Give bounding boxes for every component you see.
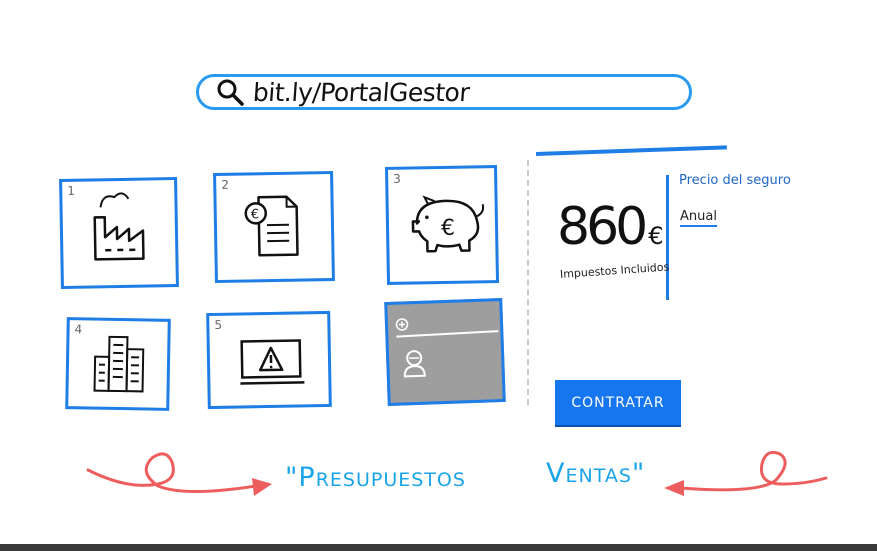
warning-screen-icon	[240, 339, 305, 385]
user-panel-graphic	[395, 318, 499, 338]
bottom-border	[0, 544, 877, 551]
tile-company[interactable]: 4	[65, 317, 171, 411]
price-currency: €	[648, 222, 664, 250]
billing-period: Anual	[680, 209, 717, 227]
search-url-text[interactable]: bit.ly/PortalGestor	[251, 77, 471, 107]
left-arrow-swash	[86, 452, 272, 496]
tile-alerts[interactable]: 5	[206, 310, 332, 410]
piggy-bank-euro-icon: €	[411, 195, 485, 253]
tile-number: 5	[214, 317, 223, 332]
price-number: 860	[557, 197, 648, 257]
taxes-note: Impuestos Incluidos	[559, 260, 670, 281]
tile-number: 4	[74, 322, 83, 337]
tile-number: 3	[393, 171, 401, 186]
right-arrow-swash	[664, 450, 828, 496]
svg-text:€: €	[251, 207, 260, 222]
price-label: Precio del seguro	[679, 173, 791, 188]
user-avatar-icon	[403, 350, 426, 378]
presupuestos-label: "Presupuestos	[285, 462, 466, 493]
svg-text:€: €	[441, 216, 455, 241]
tile-number: 2	[221, 177, 230, 192]
contratar-button[interactable]: CONTRATAR	[555, 380, 681, 425]
tile-number: 1	[67, 183, 76, 198]
tile-savings[interactable]: 3 €	[384, 165, 500, 285]
panel-vertical-line	[666, 175, 669, 300]
factory-icon	[93, 192, 145, 261]
ventas-label: Ventas"	[546, 458, 646, 489]
office-building-icon	[93, 335, 145, 393]
tile-factory[interactable]: 1	[59, 176, 179, 290]
search-icon	[217, 79, 244, 106]
panel-top-line	[535, 145, 727, 156]
euro-invoice-icon: €	[244, 195, 299, 257]
price-amount: 860€	[557, 197, 664, 257]
search-bar[interactable]: bit.ly/PortalGestor	[196, 74, 692, 110]
tile-invoice[interactable]: 2 €	[213, 170, 335, 284]
section-divider	[527, 160, 529, 405]
plus-circle-icon	[395, 318, 409, 331]
tile-user-panel[interactable]	[384, 297, 506, 407]
